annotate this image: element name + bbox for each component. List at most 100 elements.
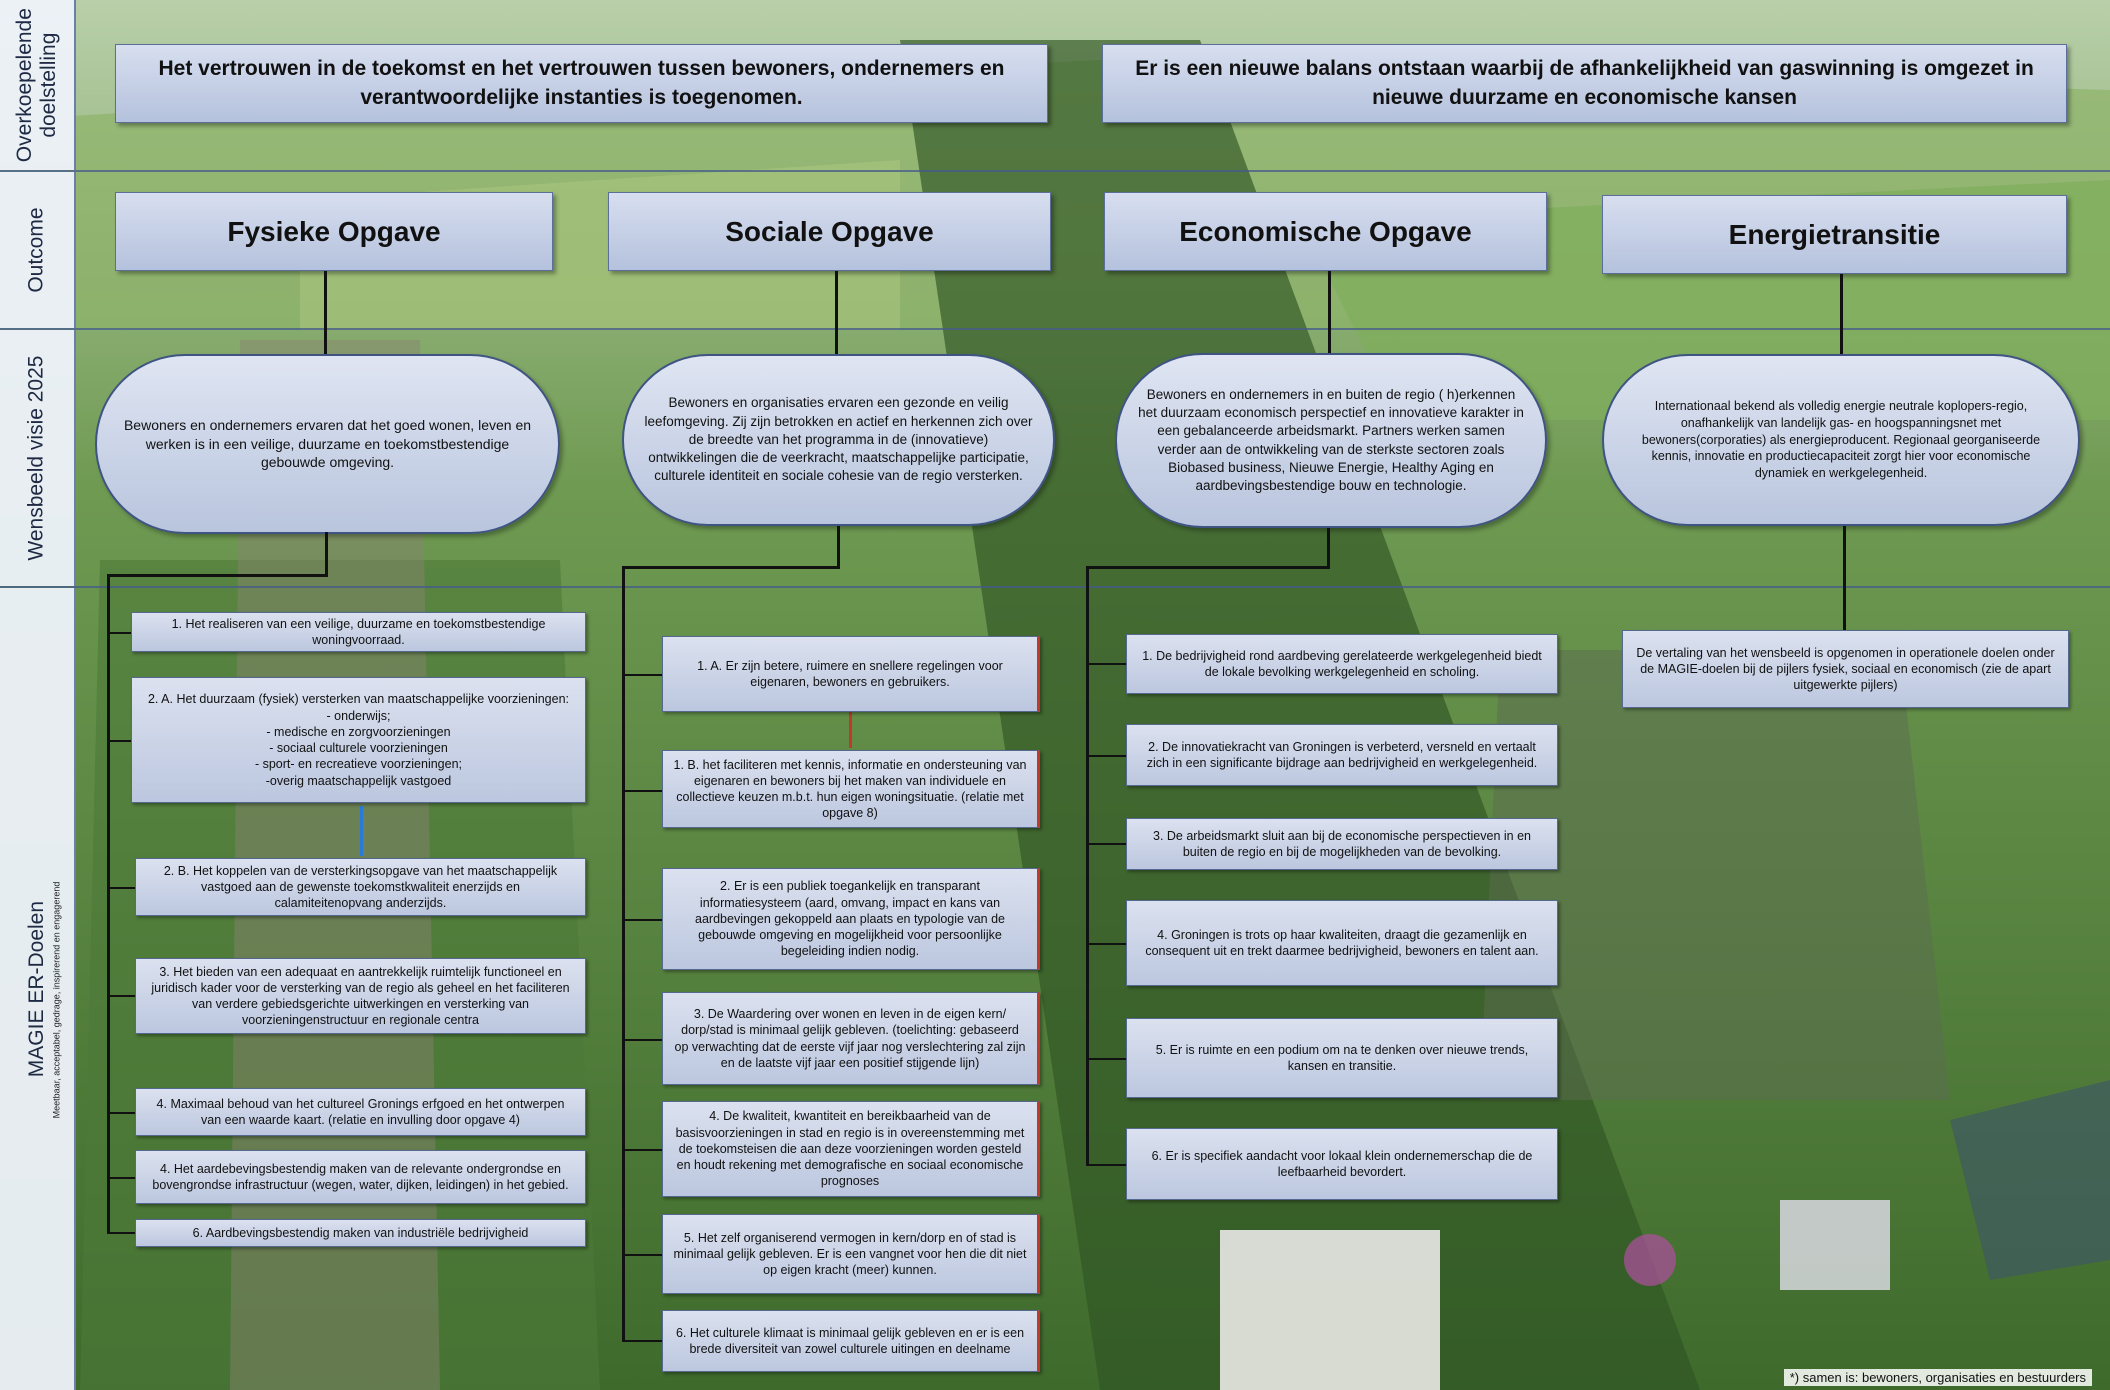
connector [107, 574, 328, 577]
arrow-down [360, 806, 363, 856]
goal-item-text: 4. Het aardebevingsbestendig maken van d… [152, 1161, 569, 1192]
goal-item-fysiek: 1. Het realiseren van een veilige, duurz… [131, 612, 586, 652]
goal-item-text: 2. De innovatiekracht van Groningen is v… [1146, 739, 1538, 770]
goal-item-sociaal: 5. Het zelf organiserend vermogen in ker… [662, 1214, 1040, 1294]
band-label-magie: MAGIE ER-Doelen [0, 588, 76, 1390]
connector [622, 1149, 662, 1151]
goal-item-text: De vertaling van het wensbeeld is opgeno… [1636, 645, 2055, 693]
goal-item-economisch: 6. Er is specifiek aandacht voor lokaal … [1126, 1128, 1558, 1200]
connector [1086, 1058, 1126, 1060]
vision-text: Bewoners en ondernemers in en buiten de … [1138, 386, 1524, 493]
goal-item-sociaal: 2. Er is een publiek toegankelijk en tra… [662, 868, 1040, 970]
goal-item-fysiek: 4. Het aardebevingsbestendig maken van d… [135, 1150, 586, 1204]
goal-item-sociaal: 1. A. Er zijn betere, ruimere en sneller… [662, 636, 1040, 712]
connector [622, 919, 662, 921]
goal-item-text: 2. B. Het koppelen van de versterkingsop… [163, 863, 558, 911]
connector [622, 1254, 662, 1256]
connector [622, 1340, 662, 1342]
goal-text: Er is een nieuwe balans ontstaan waarbij… [1135, 57, 2034, 109]
connector [622, 790, 662, 792]
connector [1086, 943, 1126, 945]
band-label-text: Wensbeeld visie 2025 [24, 355, 48, 561]
goal-item-text: 4. Groningen is trots op haar kwaliteite… [1145, 927, 1539, 958]
goal-item-text: 6. Er is specifiek aandacht voor lokaal … [1151, 1148, 1533, 1179]
goal-item-text: 1. Het realiseren van een veilige, duurz… [171, 616, 546, 647]
connector [107, 1232, 135, 1234]
goal-item-fysiek: 6. Aardbevingsbestendig maken van indust… [135, 1219, 586, 1247]
connector [1086, 566, 1330, 569]
outcome-fysiek: Fysieke Opgave [115, 192, 553, 271]
vision-text: Bewoners en ondernemers ervaren dat het … [123, 416, 532, 471]
vision-text: Internationaal bekend als volledig energ… [1641, 398, 2041, 481]
connector [107, 632, 131, 634]
vision-text: Bewoners en organisaties ervaren een gez… [644, 395, 1033, 484]
connector [107, 887, 135, 889]
connector [1843, 526, 1846, 630]
goal-item-text: 1. A. Er zijn betere, ruimere en sneller… [697, 658, 1003, 689]
band-label-overkoepelend: Overkoepelende doelstelling [0, 0, 76, 170]
goal-item-fysiek: 4. Maximaal behoud van het cultureel Gro… [135, 1088, 586, 1136]
goal-item-text: 3. De arbeidsmarkt sluit aan bij de econ… [1153, 828, 1531, 859]
footnote: *) samen is: bewoners, organisaties en b… [1783, 1369, 2092, 1386]
connector [622, 1039, 662, 1041]
goal-item-economisch: 4. Groningen is trots op haar kwaliteite… [1126, 900, 1558, 986]
connector [1086, 663, 1126, 665]
goal-item-text: 3. De Waardering over wonen en leven in … [674, 1007, 1026, 1070]
connector [622, 674, 662, 676]
goal-item-text: 6. Het culturele klimaat is minimaal gel… [675, 1325, 1025, 1356]
goal-item-economisch: 2. De innovatiekracht van Groningen is v… [1126, 724, 1558, 786]
outcome-economisch: Economische Opgave [1104, 192, 1547, 271]
connector [1086, 843, 1126, 845]
goal-item-text: 2. A. Het duurzaam (fysiek) versterken v… [147, 692, 570, 788]
outcome-sociaal: Sociale Opgave [608, 192, 1051, 271]
connector [1840, 274, 1843, 354]
goal-item-economisch: 5. Er is ruimte en een podium om na te d… [1126, 1018, 1558, 1098]
connector [1086, 755, 1126, 757]
goal-item-fysiek: 3. Het bieden van een adequaat en aantre… [135, 958, 586, 1034]
outcome-title: Sociale Opgave [725, 215, 934, 247]
goal-item-text: 4. Maximaal behoud van het cultureel Gro… [156, 1096, 565, 1127]
goal-item-text: 4. De kwaliteit, kwantiteit en bereikbaa… [675, 1109, 1025, 1189]
vision-fysiek: Bewoners en ondernemers ervaren dat het … [95, 354, 560, 534]
magie-subnote: Meetbaar, acceptabel, gedrage, inspirere… [46, 860, 66, 1140]
outcome-title: Fysieke Opgave [227, 215, 441, 247]
goal-item-sociaal: 6. Het culturele klimaat is minimaal gel… [662, 1310, 1040, 1372]
goal-item-text: 3. Het bieden van een adequaat en aantre… [151, 964, 570, 1028]
goal-item-text: 1. B. het faciliteren met kennis, inform… [673, 757, 1027, 821]
goal-item-fysiek: 2. A. Het duurzaam (fysiek) versterken v… [131, 677, 586, 803]
outcome-energie: Energietransitie [1602, 195, 2067, 274]
connector [1086, 1164, 1126, 1166]
outcome-title: Energietransitie [1728, 218, 1941, 250]
goal-item-fysiek: 2. B. Het koppelen van de versterkingsop… [135, 858, 586, 916]
vision-sociaal: Bewoners en organisaties ervaren een gez… [622, 354, 1055, 526]
arrow-down [849, 712, 852, 748]
magie-subnote-text: Meetbaar, acceptabel, gedrage, inspirere… [51, 881, 62, 1119]
connector [107, 740, 131, 742]
connector [837, 526, 840, 568]
connector [325, 532, 328, 576]
band-divider [0, 328, 2110, 330]
connector [622, 566, 840, 569]
goal-text: Het vertrouwen in de toekomst en het ver… [158, 57, 1005, 109]
band-label-outcome: Outcome [0, 172, 76, 328]
goal-item-sociaal: 3. De Waardering over wonen en leven in … [662, 992, 1040, 1085]
goal-item-sociaal: 1. B. het faciliteren met kennis, inform… [662, 750, 1040, 828]
connector [622, 566, 625, 1342]
goal-item-economisch: 3. De arbeidsmarkt sluit aan bij de econ… [1126, 818, 1558, 870]
goal-item-text: 2. Er is een publiek toegankelijk en tra… [695, 879, 1005, 959]
connector [107, 574, 110, 1234]
goal-item-sociaal: 4. De kwaliteit, kwantiteit en bereikbaa… [662, 1101, 1040, 1197]
connector [1327, 528, 1330, 568]
connector [1086, 566, 1089, 1166]
band-label-text: Outcome [24, 207, 48, 293]
overarching-goal-balance: Er is een nieuwe balans ontstaan waarbij… [1102, 44, 2067, 123]
band-divider [0, 170, 2110, 172]
goal-item-energie: De vertaling van het wensbeeld is opgeno… [1622, 630, 2069, 708]
band-label-text: Overkoepelende doelstelling [12, 7, 61, 163]
connector [1328, 271, 1331, 353]
connector [107, 1112, 135, 1114]
band-divider [0, 586, 2110, 588]
connector [324, 271, 327, 354]
connector [107, 995, 135, 997]
connector [107, 1177, 135, 1179]
